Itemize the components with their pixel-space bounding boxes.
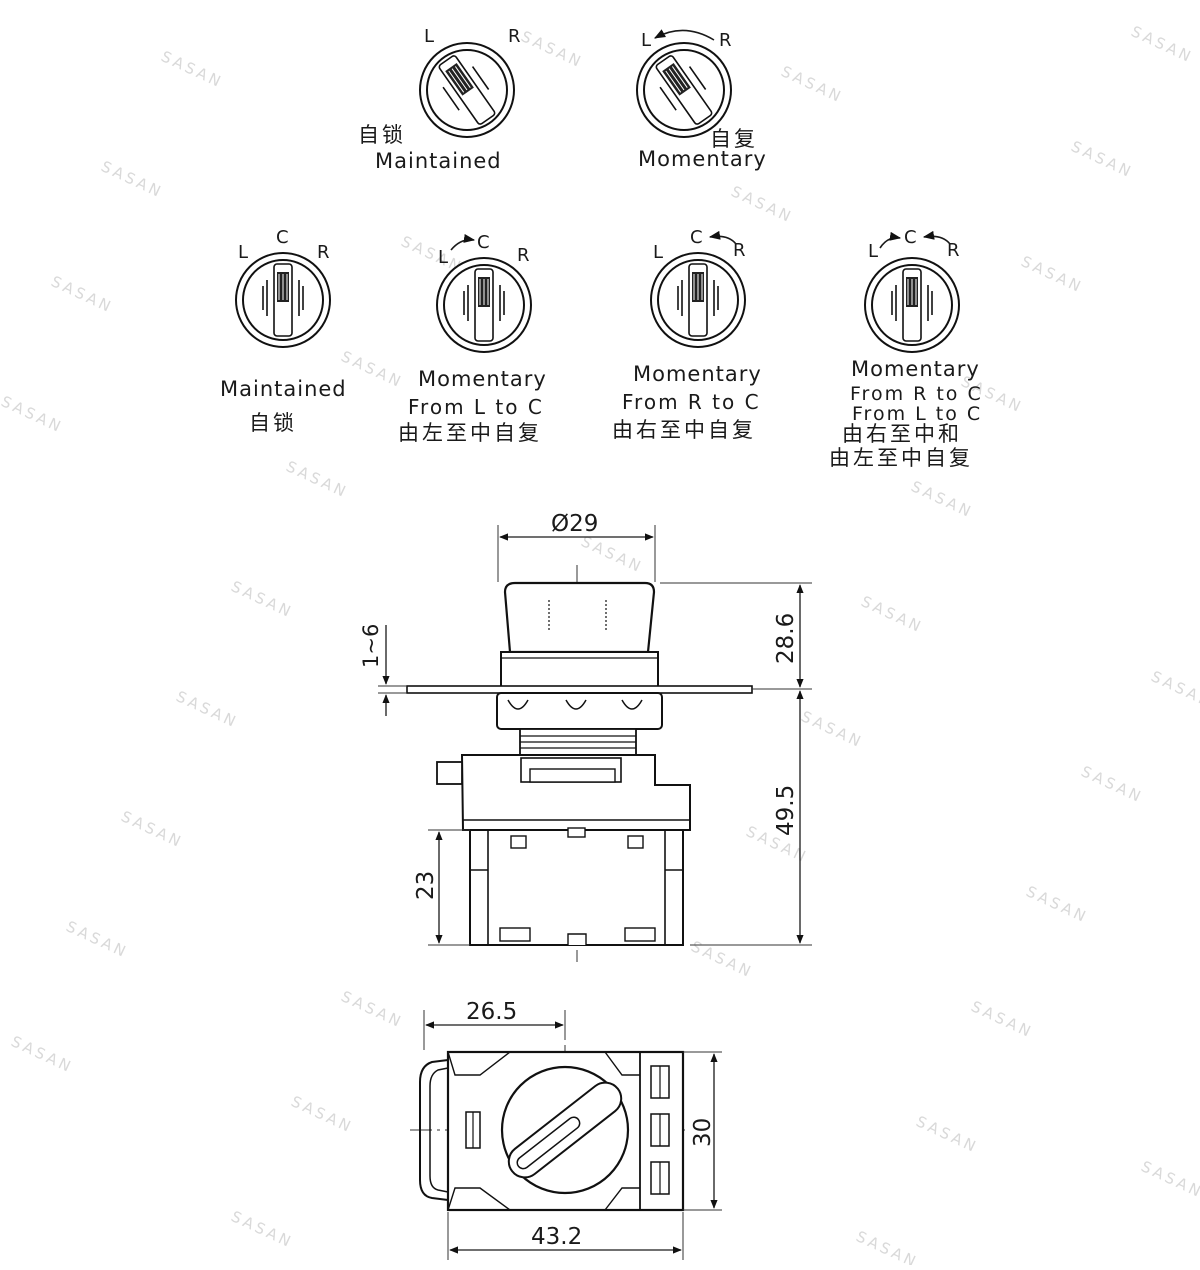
- watermark-text: SASAN: [283, 457, 351, 501]
- mode-label-direction: From L to C: [408, 395, 544, 419]
- watermark-text: SASAN: [288, 1092, 356, 1136]
- mode-label-english: Maintained: [220, 377, 347, 401]
- watermark-text: SASAN: [98, 157, 166, 201]
- mode-label-english: Momentary: [638, 147, 767, 171]
- watermark-text: SASAN: [1018, 252, 1086, 296]
- watermark-text: SASAN: [858, 592, 926, 636]
- return-arrow-icon: [450, 234, 476, 251]
- position-label-left: L: [424, 26, 434, 47]
- mode-label-chinese: 由左至中自复: [398, 421, 542, 445]
- position-label-left: L: [653, 242, 663, 263]
- watermark-text: SASAN: [518, 27, 586, 71]
- position-label-right: R: [719, 30, 732, 51]
- return-arrow-icon: [922, 230, 951, 245]
- watermark-text: SASAN: [853, 1227, 921, 1265]
- knob-face-icon: [864, 257, 960, 353]
- return-arrow-icon: [654, 29, 715, 41]
- knob-face-icon: [636, 42, 732, 138]
- watermark-text: SASAN: [778, 62, 846, 106]
- three-position-momentary-l-to-c: L C R Momentary From L to C 由左至中自复: [398, 232, 547, 445]
- mode-label-english: Momentary: [851, 357, 980, 381]
- position-label-right: R: [947, 240, 960, 261]
- dimension-depth-label: 30: [690, 1118, 716, 1147]
- position-label-right: R: [733, 240, 746, 261]
- watermark-text: SASAN: [728, 182, 796, 226]
- position-label-left: L: [238, 242, 248, 263]
- mode-label-direction: From R to C: [622, 390, 761, 414]
- watermark-text: SASAN: [1148, 667, 1200, 711]
- top-view-drawing: 26.5 43.2 30: [410, 999, 722, 1260]
- watermark-text: SASAN: [158, 47, 226, 91]
- dimension-panel-thickness-label: 1~6: [359, 624, 383, 668]
- knob-face-icon: [235, 252, 331, 348]
- position-label-center: C: [276, 227, 289, 248]
- dimension-body-height-label: 49.5: [773, 785, 799, 836]
- watermark-text: SASAN: [968, 997, 1036, 1041]
- watermark-text: SASAN: [118, 807, 186, 851]
- position-label-left: L: [868, 241, 878, 262]
- dimension-width-label: 43.2: [531, 1224, 582, 1250]
- three-position-maintained: L C R Maintained 自锁: [220, 227, 347, 435]
- watermark-text: SASAN: [688, 937, 756, 981]
- mode-label-chinese: 由右至中自复: [612, 418, 756, 442]
- three-position-momentary-r-to-c: L C R Momentary From R to C 由右至中自复: [612, 227, 762, 442]
- watermark-text: SASAN: [578, 532, 646, 576]
- knob-face-icon: [650, 252, 746, 348]
- return-arrow-icon: [708, 230, 737, 245]
- mode-label-direction: From R to C: [850, 383, 983, 405]
- position-label-center: C: [477, 232, 490, 253]
- two-position-maintained: L R 自锁 Maintained: [358, 26, 521, 173]
- watermark-text: SASAN: [1128, 22, 1196, 66]
- watermark-text: SASAN: [63, 917, 131, 961]
- watermark-text: SASAN: [1138, 1157, 1200, 1201]
- watermark-text: SASAN: [228, 1207, 296, 1251]
- watermark-text: SASAN: [798, 707, 866, 751]
- mode-label-english: Momentary: [418, 367, 547, 391]
- watermark-text: SASAN: [338, 987, 406, 1031]
- position-label-right: R: [517, 245, 530, 266]
- watermark-text: SASAN: [908, 477, 976, 521]
- mode-label-direction: From L to C: [852, 403, 982, 425]
- position-label-center: C: [904, 227, 917, 248]
- watermark-text: SASAN: [8, 1032, 76, 1076]
- watermark-text: SASAN: [1078, 762, 1146, 806]
- two-position-momentary: L R 自复 Momentary: [636, 29, 767, 171]
- dimension-head-height-label: 28.6: [773, 613, 799, 664]
- three-position-momentary-both: L C R Momentary From R to C From L to C …: [829, 227, 983, 470]
- mode-label-chinese: 自锁: [249, 411, 297, 435]
- position-label-right: R: [508, 26, 521, 47]
- knob-face-icon: [419, 42, 515, 138]
- mode-label-chinese: 自锁: [358, 123, 406, 147]
- knob-face-icon: [436, 257, 532, 353]
- watermark-text: SASAN: [1023, 882, 1091, 926]
- mode-label-chinese: 由左至中自复: [829, 446, 973, 470]
- mode-label-english: Momentary: [633, 362, 762, 386]
- watermark-text: SASAN: [228, 577, 296, 621]
- mode-label-chinese: 自复: [710, 127, 758, 151]
- watermark-text: SASAN: [1068, 137, 1136, 181]
- position-label-left: L: [438, 247, 448, 268]
- mode-label-chinese: 由右至中和: [842, 422, 962, 446]
- watermark-text: SASAN: [173, 687, 241, 731]
- position-label-left: L: [641, 30, 651, 51]
- position-label-center: C: [690, 227, 703, 248]
- mode-label-english: Maintained: [375, 149, 502, 173]
- watermark-text: SASAN: [338, 347, 406, 391]
- return-arrow-icon: [879, 231, 902, 249]
- dimension-top-offset-label: 26.5: [466, 999, 517, 1025]
- watermark-text: SASAN: [48, 272, 116, 316]
- side-view-drawing: Ø29 28.6 49.5 1~6 23: [359, 511, 812, 962]
- dimension-diameter-label: Ø29: [551, 511, 598, 537]
- watermark-text: SASAN: [0, 392, 66, 436]
- position-label-right: R: [317, 242, 330, 263]
- dimension-block-height-label: 23: [413, 871, 439, 900]
- watermark-text: SASAN: [913, 1112, 981, 1156]
